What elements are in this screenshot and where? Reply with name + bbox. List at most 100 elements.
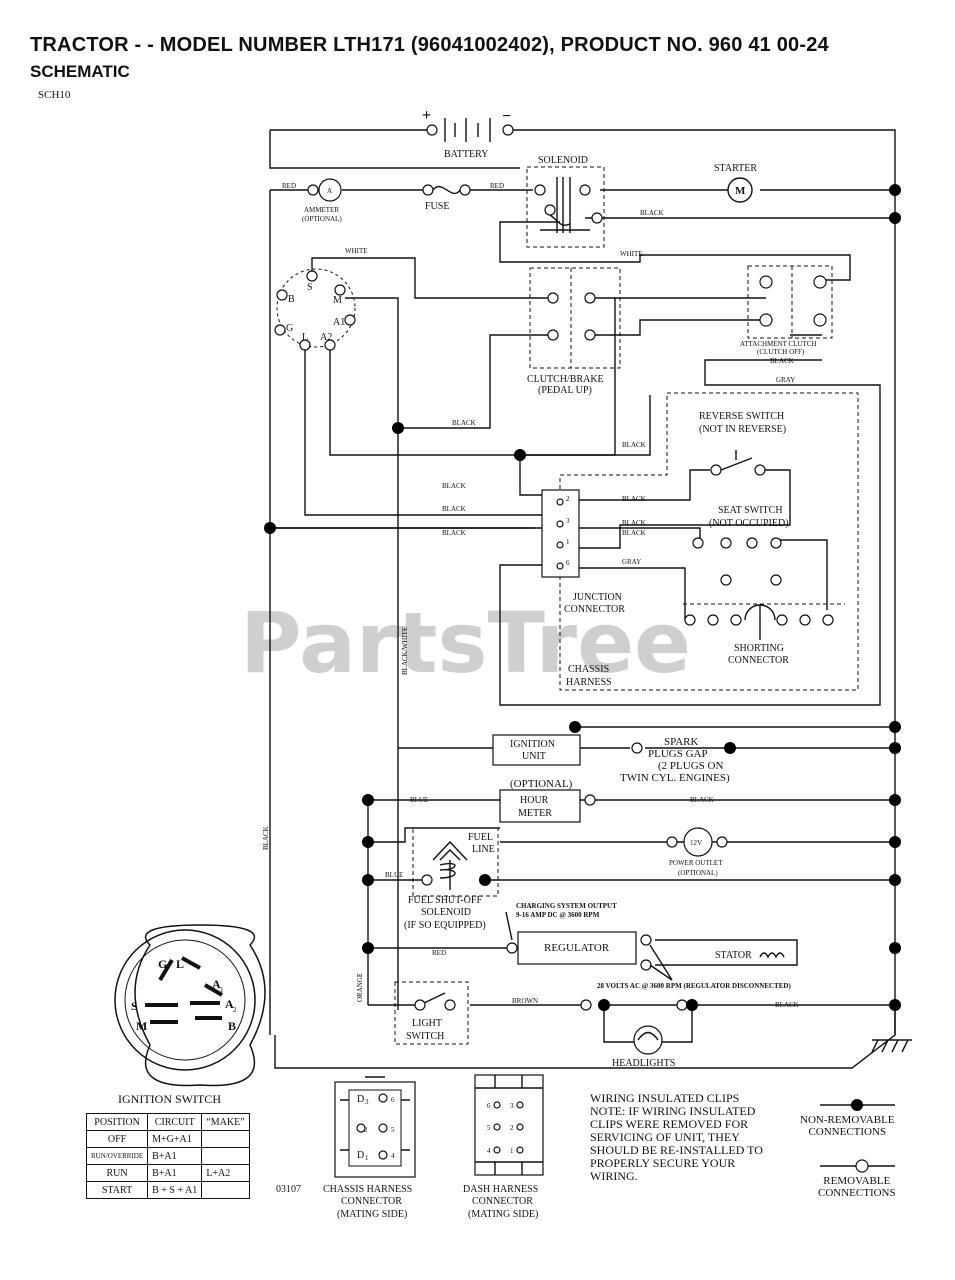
- svg-text:+: +: [422, 107, 431, 124]
- svg-text:5: 5: [391, 1126, 395, 1134]
- svg-text:LIGHT: LIGHT: [412, 1018, 442, 1029]
- svg-text:CONNECTOR: CONNECTOR: [728, 655, 789, 666]
- svg-text:6: 6: [487, 1102, 491, 1110]
- dash-harness-connector: 6 3 5 2 4 1 DASH HARNESS CONNECTOR (MATI…: [463, 1074, 544, 1220]
- svg-text:9-16 AMP DC @ 3600 RPM: 9-16 AMP DC @ 3600 RPM: [516, 911, 600, 919]
- solenoid: SOLENOID: [526, 155, 605, 248]
- svg-text:G: G: [286, 323, 293, 334]
- svg-text:GRAY: GRAY: [622, 558, 641, 566]
- table-row: RUN B+A1 L+A2: [85, 1164, 250, 1182]
- svg-text:REVERSE SWITCH: REVERSE SWITCH: [699, 411, 784, 422]
- svg-text:HOUR: HOUR: [520, 795, 549, 806]
- watermark: PartsTree: [240, 594, 691, 692]
- svg-text:BLACK/WHITE: BLACK/WHITE: [401, 627, 409, 675]
- svg-text:BLACK: BLACK: [442, 482, 466, 490]
- fuse: FUSE RED: [422, 182, 504, 212]
- chassis-harness-connector: D 3 6 2 5 D 1 4 CHASSIS HARNESS CONNECTO…: [323, 1076, 416, 1220]
- svg-text:5: 5: [487, 1124, 491, 1132]
- svg-text:2: 2: [233, 1006, 237, 1014]
- regulator: CHARGING SYSTEM OUTPUT 9-16 AMP DC @ 360…: [356, 902, 791, 1002]
- svg-text:A2: A2: [320, 332, 332, 343]
- junction-connector: 2 3 1 6: [541, 489, 580, 578]
- svg-text:4: 4: [391, 1152, 395, 1160]
- svg-text:SOLENOID: SOLENOID: [538, 155, 588, 166]
- table-row: START B + S + A1: [85, 1181, 250, 1199]
- svg-text:4: 4: [487, 1147, 491, 1155]
- svg-text:HARNESS: HARNESS: [566, 677, 612, 688]
- starter: STARTER M BLACK WHITE: [600, 163, 757, 258]
- ignition-switch-face: G L A 1 A 2 S B M: [114, 924, 266, 1087]
- battery-label: BATTERY: [444, 149, 488, 160]
- svg-text:AMMETER: AMMETER: [304, 206, 339, 214]
- svg-text:(OPTIONAL): (OPTIONAL): [678, 869, 718, 877]
- legend-nonremovable: NON-REMOVABLE CONNECTIONS: [800, 1114, 895, 1138]
- svg-text:M: M: [333, 295, 342, 306]
- svg-text:1: 1: [510, 1147, 514, 1155]
- svg-text:RED: RED: [282, 182, 296, 190]
- svg-text:(OPTIONAL): (OPTIONAL): [510, 778, 573, 790]
- svg-text:BLACK: BLACK: [690, 796, 714, 804]
- svg-text:(MATING SIDE): (MATING SIDE): [337, 1209, 407, 1220]
- svg-text:IGNITION: IGNITION: [510, 739, 555, 750]
- svg-text:ORANGE: ORANGE: [356, 973, 364, 1002]
- svg-text:−: −: [502, 108, 511, 125]
- svg-text:WHITE: WHITE: [620, 250, 643, 258]
- svg-text:REGULATOR: REGULATOR: [544, 942, 610, 954]
- svg-text:LINE: LINE: [472, 844, 495, 855]
- svg-text:(2 PLUGS ON: (2 PLUGS ON: [658, 760, 723, 772]
- svg-text:FUEL SHUT-OFF: FUEL SHUT-OFF: [408, 895, 482, 906]
- svg-text:2: 2: [364, 1126, 368, 1134]
- note-heading: WIRING INSULATED CLIPS: [590, 1091, 740, 1105]
- svg-text:(NOT OCCUPIED): (NOT OCCUPIED): [709, 518, 789, 529]
- light-switch: LIGHT SWITCH BROWN BLACK: [394, 981, 799, 1045]
- svg-text:STATOR: STATOR: [715, 950, 752, 961]
- table-header: “MAKE”: [201, 1113, 250, 1131]
- svg-text:A: A: [225, 997, 234, 1011]
- svg-text:CHARGING SYSTEM OUTPUT: CHARGING SYSTEM OUTPUT: [516, 902, 617, 910]
- svg-text:S: S: [131, 999, 138, 1013]
- svg-text:2: 2: [510, 1124, 514, 1132]
- svg-text:L: L: [176, 957, 184, 971]
- legend-symbols: [820, 1099, 895, 1173]
- table-row: OFF M+G+A1: [85, 1130, 250, 1148]
- svg-text:TWIN CYL. ENGINES): TWIN CYL. ENGINES): [620, 772, 730, 784]
- svg-text:GRAY: GRAY: [776, 376, 795, 384]
- wiring-clips-note: WIRING INSULATED CLIPS NOTE: IF WIRING I…: [590, 1092, 790, 1183]
- svg-text:FUEL: FUEL: [468, 832, 493, 843]
- note-line: WIRING.: [590, 1169, 638, 1183]
- svg-text:BROWN: BROWN: [512, 997, 538, 1005]
- note-line: CLIPS WERE REMOVED FOR: [590, 1117, 749, 1131]
- svg-text:2: 2: [566, 495, 570, 503]
- svg-text:D: D: [357, 1150, 364, 1161]
- headlights: HEADLIGHTS: [580, 999, 688, 1069]
- svg-text:METER: METER: [518, 808, 552, 819]
- svg-text:M: M: [735, 185, 746, 197]
- svg-text:6: 6: [391, 1096, 395, 1104]
- svg-text:(CLUTCH OFF): (CLUTCH OFF): [757, 348, 805, 356]
- svg-text:CHASSIS HARNESS: CHASSIS HARNESS: [323, 1184, 412, 1195]
- svg-text:SOLENOID: SOLENOID: [421, 907, 471, 918]
- svg-text:1: 1: [220, 986, 224, 994]
- svg-text:1: 1: [365, 1154, 369, 1162]
- svg-text:DASH HARNESS: DASH HARNESS: [463, 1184, 538, 1195]
- ammeter: A AMMETER (OPTIONAL) RED: [282, 178, 342, 223]
- ignition-table-title: IGNITION SWITCH: [118, 1092, 221, 1106]
- ignition-unit: IGNITION UNIT SPARK PLUGS GAP (2 PLUGS O…: [492, 734, 730, 784]
- ground-symbol: [871, 1039, 912, 1053]
- svg-text:POWER OUTLET: POWER OUTLET: [669, 859, 723, 867]
- svg-text:BLACK: BLACK: [442, 505, 466, 513]
- svg-text:1: 1: [566, 538, 570, 546]
- sheet-code: SCH10: [38, 89, 71, 101]
- hour-meter: (OPTIONAL) HOUR METER BLUE BLACK: [410, 778, 714, 823]
- svg-text:BLACK: BLACK: [622, 441, 646, 449]
- svg-text:BLACK: BLACK: [452, 419, 476, 427]
- table-header: CIRCUIT: [147, 1113, 203, 1131]
- svg-text:D: D: [357, 1094, 364, 1105]
- svg-text:SPARK: SPARK: [664, 736, 699, 748]
- svg-text:CONNECTOR: CONNECTOR: [472, 1196, 533, 1207]
- svg-text:B: B: [228, 1019, 236, 1033]
- svg-text:B: B: [288, 294, 295, 305]
- svg-text:WHITE: WHITE: [345, 247, 368, 255]
- svg-text:CHASSIS: CHASSIS: [568, 664, 609, 675]
